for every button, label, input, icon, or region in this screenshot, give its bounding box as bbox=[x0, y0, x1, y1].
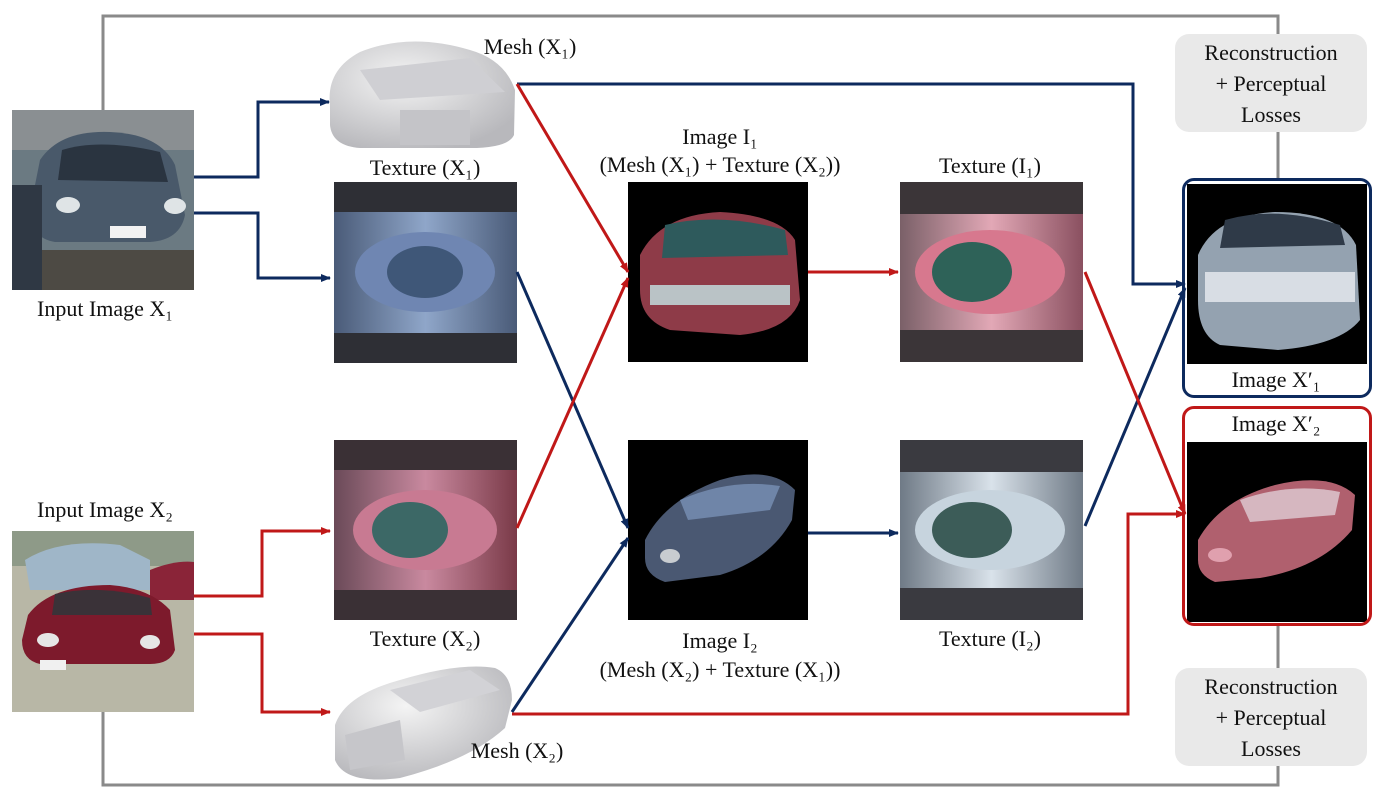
arrow-texi1-to-out2 bbox=[1083, 271, 1187, 515]
arrow-tex2-to-i1 bbox=[515, 277, 630, 529]
label-texture-x1: Texture (X₁) bbox=[369, 155, 481, 180]
arrow-mesh2-to-i2 bbox=[510, 537, 630, 713]
loss-top-line2: + Perceptual bbox=[1215, 70, 1327, 96]
label-mesh-x2: Mesh (X₂) bbox=[470, 738, 564, 763]
image-i1-render bbox=[628, 182, 808, 362]
output-frame-blue bbox=[1182, 178, 1372, 398]
label-texture-x2: Texture (X₂) bbox=[369, 626, 481, 651]
label-input-x1: Input Image X₁ bbox=[37, 296, 173, 321]
loss-bottom-line3: Losses bbox=[1241, 735, 1301, 761]
arrow-x1-to-tex1 bbox=[194, 211, 331, 282]
output-frame-red bbox=[1182, 406, 1372, 626]
label-output-x1-prime: Image X′₁ bbox=[1231, 367, 1321, 392]
label-image-i1-sub: (Mesh (X₁) + Texture (X₂)) bbox=[599, 152, 841, 177]
arrow-mesh1-to-out1 bbox=[517, 82, 1186, 288]
mesh-x1-render bbox=[329, 41, 515, 148]
arrow-x2-to-mesh2 bbox=[194, 632, 331, 716]
texture-i2-map bbox=[900, 440, 1083, 620]
loss-top-line1: Reconstruction bbox=[1204, 39, 1338, 65]
image-i2-render bbox=[628, 440, 808, 620]
label-mesh-x1: Mesh (X₁) bbox=[483, 34, 577, 59]
texture-i1-map bbox=[900, 182, 1083, 362]
loss-bottom-line1: Reconstruction bbox=[1204, 673, 1338, 699]
arrow-mesh2-to-out2 bbox=[512, 510, 1186, 716]
loss-box-top: Reconstruction + Perceptual Losses bbox=[1175, 34, 1367, 132]
loss-box-bottom: Reconstruction + Perceptual Losses bbox=[1175, 668, 1367, 766]
label-texture-i2: Texture (I₂) bbox=[938, 626, 1042, 651]
arrow-mesh1-to-i1 bbox=[515, 83, 630, 273]
label-output-x2-prime: Image X′₂ bbox=[1231, 411, 1321, 436]
label-image-i2-title: Image I₂ bbox=[682, 628, 758, 653]
output-image-x1-prime bbox=[1187, 184, 1367, 364]
mesh-x2-render bbox=[335, 666, 512, 780]
loss-bottom-line2: + Perceptual bbox=[1215, 704, 1327, 730]
arrow-x1-to-mesh1 bbox=[194, 98, 330, 179]
output-image-x2-prime bbox=[1187, 442, 1367, 622]
loss-top-line3: Losses bbox=[1241, 101, 1301, 127]
label-image-i2-sub: (Mesh (X₂) + Texture (X₁)) bbox=[599, 657, 841, 682]
label-texture-i1: Texture (I₁) bbox=[938, 153, 1042, 178]
texture-x2-map bbox=[334, 440, 517, 620]
label-image-i1-title: Image I₁ bbox=[682, 124, 758, 149]
label-input-x2: Input Image X₂ bbox=[37, 497, 173, 522]
input-image-x2 bbox=[12, 531, 194, 712]
texture-x1-map bbox=[334, 182, 517, 363]
input-image-x1 bbox=[12, 110, 194, 290]
arrow-x2-to-tex2 bbox=[194, 527, 331, 598]
arrow-texi2-to-out1 bbox=[1083, 287, 1187, 527]
